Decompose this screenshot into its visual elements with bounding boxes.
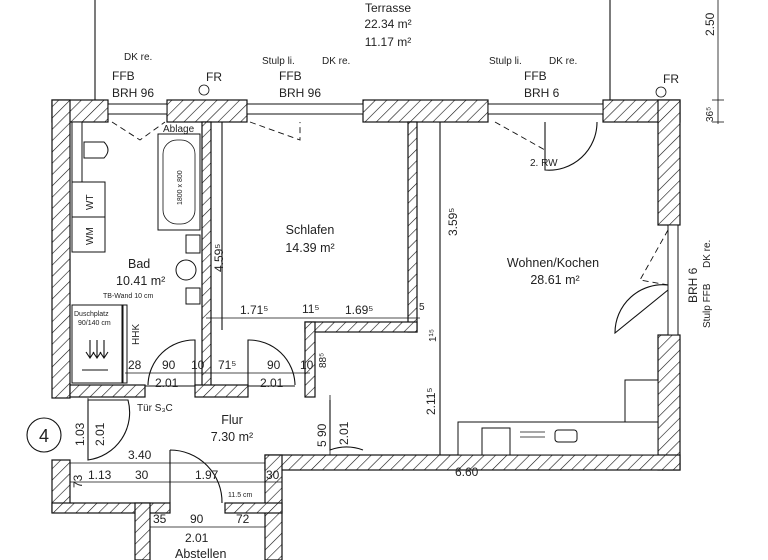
dim-113: 1.13 [88, 468, 112, 482]
w4-ffb: Stulp FFB [702, 283, 713, 328]
wohnen-name: Wohnen/Kochen [507, 256, 599, 270]
w3-ffb: FFB [524, 69, 547, 83]
dim-103: 1.03 [73, 422, 87, 446]
wm-label: WM [85, 227, 96, 245]
dim-715: 71⁵ [218, 358, 236, 372]
bad-name: Bad [128, 257, 150, 271]
abstellen-name: Abstellen [175, 547, 226, 560]
shower-label-2: 90/140 cm [78, 320, 111, 327]
dim-365: 36⁵ [705, 107, 716, 122]
dim-30b: 30 [266, 468, 280, 482]
dimension-labels: 4.59⁵ 3.59⁵ 1.71⁵ 11⁵ 1.69⁵ 5 1¹⁵ 28 90 … [71, 208, 479, 545]
flur-name: Flur [221, 413, 243, 427]
dim-201a: 2.01 [155, 376, 179, 390]
dim-90c: 5 90 [315, 423, 329, 447]
dim-885: 88⁵ [318, 353, 329, 368]
w3-brh: BRH 6 [524, 86, 560, 100]
dim-340: 3.40 [128, 448, 152, 462]
dim-30a: 30 [135, 468, 149, 482]
dim-115b: 1¹⁵ [428, 329, 439, 342]
wall-note-115: 11.5 cm [228, 492, 253, 499]
w3-note: 2. RW [530, 158, 558, 169]
bathtub [157, 133, 201, 231]
w2-opening: DK re. [322, 56, 350, 67]
bad-note: TB-Wand 10 cm [103, 293, 153, 300]
dim-90d: 90 [190, 512, 204, 526]
wt-label: WT [85, 194, 96, 210]
dim-28: 28 [128, 358, 142, 372]
washing-machine-wm [71, 216, 106, 253]
w3-opening: DK re. [549, 56, 577, 67]
shower-label-1: Duschplatz [74, 311, 109, 318]
w2-ffb: FFB [279, 69, 302, 83]
room-labels: Bad 10.41 m² TB-Wand 10 cm Schlafen 14.3… [103, 223, 599, 560]
terrace: Terrasse 22.34 m² 11.17 m² [94, 0, 611, 100]
dim-73: 73 [71, 474, 85, 488]
dim-1695: 1.69⁵ [345, 303, 373, 317]
shower-drain-arrows-icon [82, 340, 109, 371]
terrace-name: Terrasse [365, 1, 411, 15]
dim-72: 72 [236, 512, 250, 526]
dim-115a: 11⁵ [302, 302, 319, 316]
w2-stulp: Stulp li. [262, 56, 295, 67]
unit-number: 4 [39, 426, 49, 446]
window-labels: DK re. FFB BRH 96 FR Stulp li. DK re. FF… [112, 52, 713, 328]
dim-201c: 2.01 [93, 422, 107, 446]
dim-201e: 2.01 [185, 531, 209, 545]
ablage-label: Ablage [163, 124, 195, 135]
dim-90b: 90 [267, 358, 281, 372]
w3-stulp: Stulp li. [489, 56, 522, 67]
bathroom-fixtures: WT WM 1800 x 800 Ablage Duschplatz 90/14… [71, 121, 201, 384]
flur-door-type: Tür S₃C [137, 403, 173, 414]
window-swings [111, 121, 669, 335]
walls [51, 99, 681, 560]
w1-ffb: FFB [112, 69, 135, 83]
dim-10b: 10 [300, 358, 314, 372]
dim-90a: 90 [162, 358, 176, 372]
w1-brh: BRH 96 [112, 86, 154, 100]
flur-area: 7.30 m² [211, 430, 253, 444]
w4-brh: BRH 6 [686, 267, 700, 303]
schlafen-area: 14.39 m² [285, 241, 334, 255]
dim-250: 2.50 [703, 12, 717, 36]
dim-3595: 3.59⁵ [446, 208, 460, 236]
w2-brh: BRH 96 [279, 86, 321, 100]
dim-201d: 2.01 [337, 421, 351, 445]
toilet-icon [83, 141, 109, 159]
dim-660: 6.60 [455, 465, 479, 479]
dim-1715: 1.71⁵ [240, 303, 268, 317]
fr-2-symbol [655, 86, 667, 98]
dimension-lines [70, 317, 441, 528]
w4-opening: DK re. [702, 240, 713, 268]
terrace-area-2: 11.17 m² [365, 35, 411, 49]
dim-201b: 2.01 [260, 376, 284, 390]
w1-opening: DK re. [124, 52, 152, 63]
schlafen-name: Schlafen [286, 223, 335, 237]
fr-1: FR [206, 70, 222, 84]
sink-icon [554, 429, 578, 443]
washbasin-wt [71, 181, 106, 218]
bad-area: 10.41 m² [116, 274, 165, 288]
wohnen-area: 28.61 m² [530, 273, 579, 287]
fr-2: FR [663, 72, 679, 86]
hhk-label: HHK [131, 324, 142, 345]
radiator [122, 304, 128, 384]
kitchen-counter [457, 379, 659, 456]
unit-marker: 4 [26, 417, 62, 453]
dim-2115: 2.11⁵ [424, 388, 438, 415]
dim-197: 1.97 [195, 468, 219, 482]
terrace-area-1: 22.34 m² [364, 17, 411, 31]
dim-4595: 4.59⁵ [212, 244, 226, 272]
fr-1-symbol [198, 84, 210, 96]
sink-icon [175, 259, 197, 281]
dim-10a: 10 [191, 358, 205, 372]
height-dimension: 2.50 36⁵ [703, 0, 724, 124]
dim-35: 35 [153, 512, 167, 526]
tub-size: 1800 x 800 [177, 170, 184, 205]
dim-5a: 5 [419, 302, 425, 313]
